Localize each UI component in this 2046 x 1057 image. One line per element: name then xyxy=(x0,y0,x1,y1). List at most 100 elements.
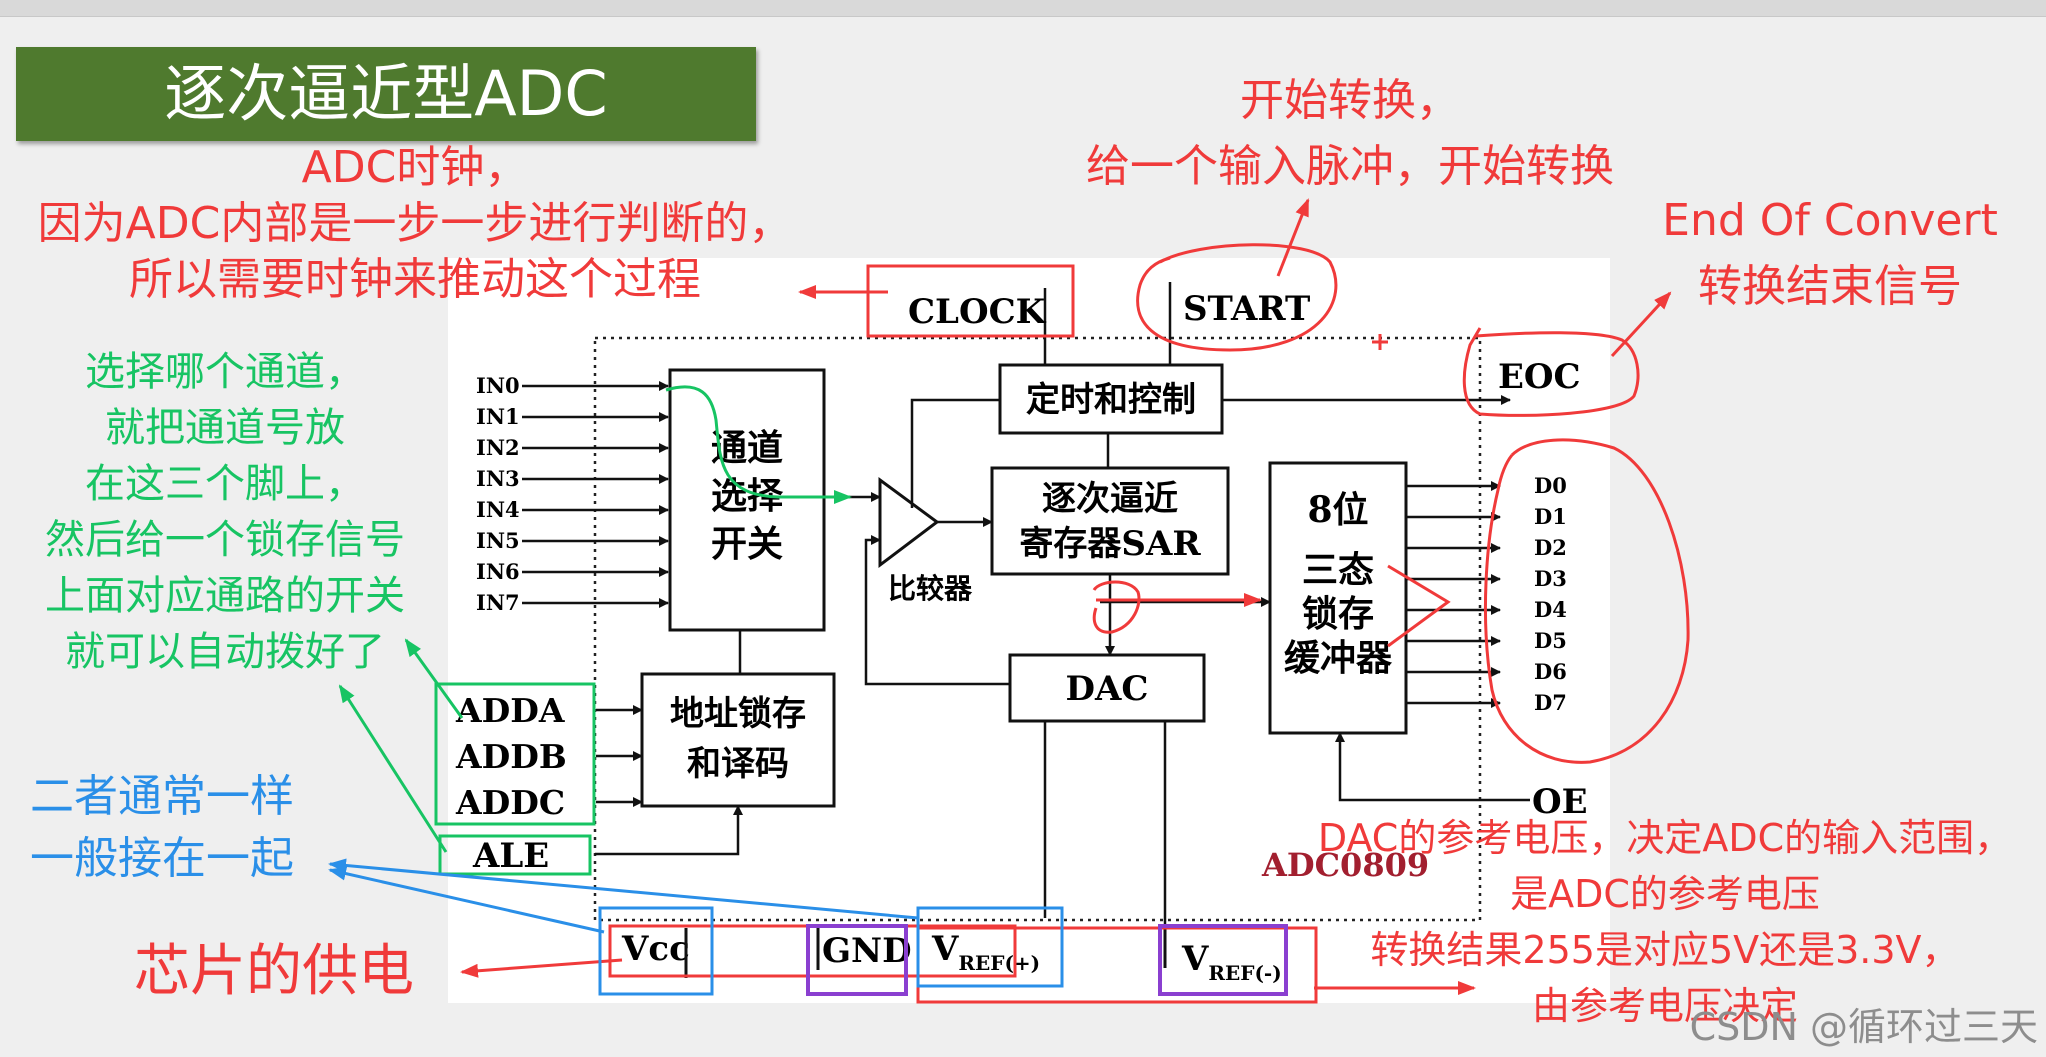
output-pin-label-5: D5 xyxy=(1534,628,1567,653)
buffer-label-line-2: 三态 xyxy=(1302,549,1374,591)
vcc-highlight-box xyxy=(598,906,714,996)
channel-note-line-2: 就把通道号放 xyxy=(105,405,345,451)
vcc-to-note-arrow xyxy=(328,866,605,934)
eoc-note-line-2: 转换结束信号 xyxy=(1698,261,1962,312)
comparator-label: 比较器 xyxy=(888,572,973,605)
buffer-bracket xyxy=(1387,564,1451,648)
mux-block xyxy=(668,368,826,632)
vref-note-line-1: DAC的参考电压，决定ADC的输入范围， xyxy=(1317,816,2013,860)
input-pin-label-3: IN3 xyxy=(476,466,520,491)
dac-to-buffer-curve xyxy=(1092,580,1141,634)
dac-feedback-wire xyxy=(864,535,1010,686)
output-pin-label-4: D4 xyxy=(1534,597,1567,622)
clock-note: ADC时钟， 因为ADC内部是一步一步进行判断的， 所以需要时钟来推动这个过程 xyxy=(0,140,830,308)
channel-note-line-1: 选择哪个通道， xyxy=(85,349,365,395)
start-note-line-1: 开始转换， xyxy=(1240,75,1460,126)
channel-note-line-4: 然后给一个锁存信号 xyxy=(45,517,405,563)
pin-group: IN0IN1IN2IN3IN4IN5IN6IN7D0D1D2D3D4D5D6D7… xyxy=(455,373,1567,822)
dac-block xyxy=(1008,653,1206,723)
start-note-arrow xyxy=(1276,198,1310,277)
red-annotations xyxy=(460,198,1690,1004)
vref-minus-label: VREF(-) xyxy=(1181,939,1282,985)
addr-pin-label-2: ADDC xyxy=(455,783,565,822)
vref-note-line-2: 是ADC的参考电压 xyxy=(1510,872,1820,916)
input-pin-label-7: IN7 xyxy=(476,590,520,615)
start-note-line-2: 给一个输入脉冲，开始转换 xyxy=(1086,141,1614,192)
oe-wire xyxy=(1335,732,1530,802)
input-pin-label-1: IN1 xyxy=(476,404,520,429)
vref-minus-highlight-box xyxy=(1158,924,1288,996)
vref-minus-main: V xyxy=(1181,939,1209,979)
input-pin-label-6: IN6 xyxy=(476,559,520,584)
clock-highlight-box xyxy=(866,264,1075,338)
output-pin-label-6: D6 xyxy=(1534,659,1567,684)
vref-to-note-arrow xyxy=(328,858,919,920)
vref-note: DAC的参考电压，决定ADC的输入范围， 是ADC的参考电压 转换结果255是对… xyxy=(1290,810,2040,1034)
gnd-pin-label: GND xyxy=(822,931,912,971)
ale-highlight-box xyxy=(438,834,592,876)
input-pin-label-0: IN0 xyxy=(476,373,520,398)
output-pin-label-2: D2 xyxy=(1534,535,1567,560)
vcc-pin-label: Vcc xyxy=(621,929,690,969)
start-note: 开始转换， 给一个输入脉冲，开始转换 xyxy=(1040,68,1660,200)
chip-boundary xyxy=(593,336,1482,922)
slide-title: 逐次逼近型ADC xyxy=(16,47,756,141)
vref-note-line-3: 转换结果255是对应5V还是3.3V， xyxy=(1370,928,1960,972)
vref-minus-sub: REF(-) xyxy=(1208,961,1281,985)
chip-name-label: ADC0809 xyxy=(1261,846,1429,884)
latch-label-line-1: 地址锁存 xyxy=(670,694,806,734)
eoc-note-line-1: End Of Convert xyxy=(1662,195,1998,246)
vref-plus-label: VREF(+) xyxy=(931,929,1040,975)
sar-label-line-1: 逐次逼近 xyxy=(1042,479,1178,519)
data-bus-circle xyxy=(1483,438,1690,764)
buffer-block xyxy=(1268,461,1408,735)
same-note-line-1: 二者通常一样 xyxy=(30,771,294,822)
output-pin-label-3: D3 xyxy=(1534,566,1567,591)
latch-block xyxy=(640,672,836,808)
input-pin-label-5: IN5 xyxy=(476,528,520,553)
latch-label-line-2: 和译码 xyxy=(687,744,789,784)
purple-annotations xyxy=(806,924,1288,996)
channel-note-line-3: 在这三个脚上， xyxy=(85,461,365,507)
eoc-note-arrow xyxy=(1610,291,1672,358)
start-pin-label: START xyxy=(1183,289,1310,329)
internal-wiring xyxy=(595,282,1530,928)
addr-pin-label-1: ADDB xyxy=(455,737,567,776)
channel-note: 选择哪个通道， 就把通道号放 在这三个脚上， 然后给一个锁存信号 上面对应通路的… xyxy=(20,344,430,680)
addr-pins-highlight-box xyxy=(434,682,596,826)
mux-label-line-3: 开关 xyxy=(711,523,783,565)
eoc-note: End Of Convert 转换结束信号 xyxy=(1640,188,2020,320)
top-bar xyxy=(0,0,2046,17)
buffer-label-line-1: 8位 xyxy=(1307,489,1368,531)
vref-note-line-4: 由参考电压决定 xyxy=(1531,984,1798,1028)
power-note: 芯片的供电 xyxy=(134,939,414,1004)
eoc-circle xyxy=(1462,327,1640,417)
ale-pin-label: ALE xyxy=(472,836,549,876)
power-note-arrow xyxy=(460,958,623,978)
input-pin-label-2: IN2 xyxy=(476,435,520,460)
output-pin-label-7: D7 xyxy=(1534,690,1567,715)
eoc-pin-label: EOC xyxy=(1498,357,1581,397)
channel-path xyxy=(665,385,852,504)
oe-pin-label: OE xyxy=(1532,782,1588,822)
channel-note-line-5: 上面对应通路的开关 xyxy=(45,573,405,619)
output-pin-label-0: D0 xyxy=(1534,473,1567,498)
gnd-highlight-box xyxy=(806,924,908,996)
dac-label: DAC xyxy=(1066,669,1149,709)
sar-block xyxy=(990,466,1230,576)
buffer-label-line-3: 锁存 xyxy=(1302,593,1374,635)
sar-label-line-2: 寄存器SAR xyxy=(1019,524,1201,564)
comparator-to-timing-wire xyxy=(910,398,1000,508)
addr-pin-label-0: ADDA xyxy=(455,691,565,730)
channel-note-line-6: 就可以自动拨好了 xyxy=(65,629,385,675)
start-circle xyxy=(1136,243,1338,352)
same-note-line-2: 一般接在一起 xyxy=(30,833,294,884)
ale-note-arrow xyxy=(338,684,448,853)
same-note: 二者通常一样 一般接在一起 xyxy=(12,766,312,890)
input-pin-label-4: IN4 xyxy=(476,497,520,522)
watermark: CSDN @循环过三天 xyxy=(1689,1005,2038,1049)
blue-annotations xyxy=(328,858,1064,996)
comparator-triangle xyxy=(878,477,940,569)
